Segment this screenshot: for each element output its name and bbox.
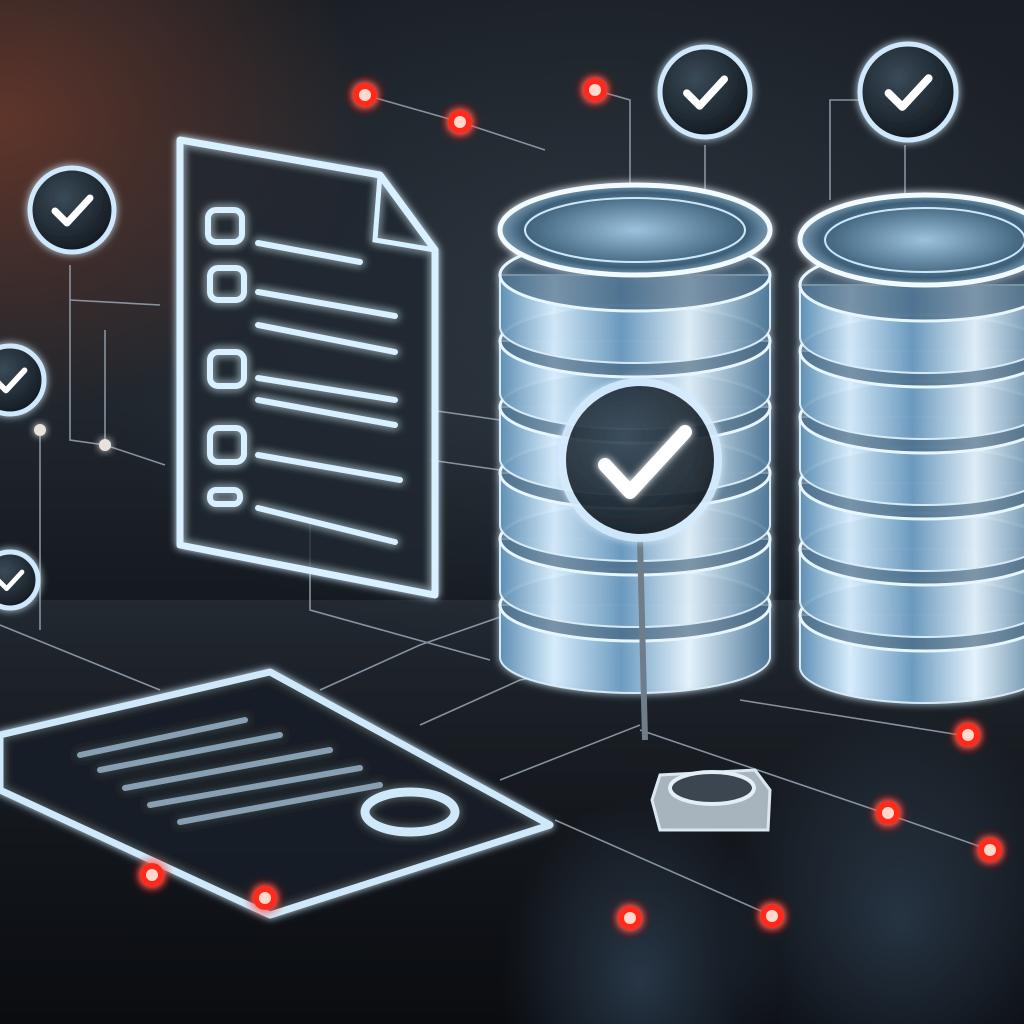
check-icon <box>0 569 25 592</box>
connector-node-icon <box>253 886 277 910</box>
connector-node-icon <box>353 83 377 107</box>
connector-node-icon <box>760 904 784 928</box>
check-badge <box>27 165 117 255</box>
connector-node-icon <box>34 424 46 436</box>
connector-node-icon <box>448 110 472 134</box>
check-badge <box>657 44 753 140</box>
connector-node-icon <box>956 723 980 747</box>
check-icon <box>683 75 729 110</box>
database-lid <box>497 182 773 278</box>
database-lid <box>797 192 1024 288</box>
connector-node-icon <box>583 78 607 102</box>
connector-node-icon <box>99 439 111 451</box>
checklist-document <box>176 136 439 599</box>
check-badge <box>0 549 41 611</box>
checklist-items <box>205 207 403 545</box>
connector-node-icon <box>618 906 642 930</box>
check-badge <box>0 343 47 417</box>
magnifier-check <box>558 378 772 832</box>
check-badge <box>857 41 959 143</box>
connector-lines <box>0 89 991 916</box>
database-stack-2 <box>797 192 1024 704</box>
check-icon <box>884 74 933 111</box>
check-icon <box>51 194 94 227</box>
connector-node-icon <box>876 801 900 825</box>
connector-nodes <box>34 78 1002 930</box>
flat-document <box>0 668 554 919</box>
connector-node-icon <box>140 863 164 887</box>
check-icon <box>0 367 28 394</box>
check-badges <box>0 41 959 611</box>
connector-node-icon <box>978 838 1002 862</box>
